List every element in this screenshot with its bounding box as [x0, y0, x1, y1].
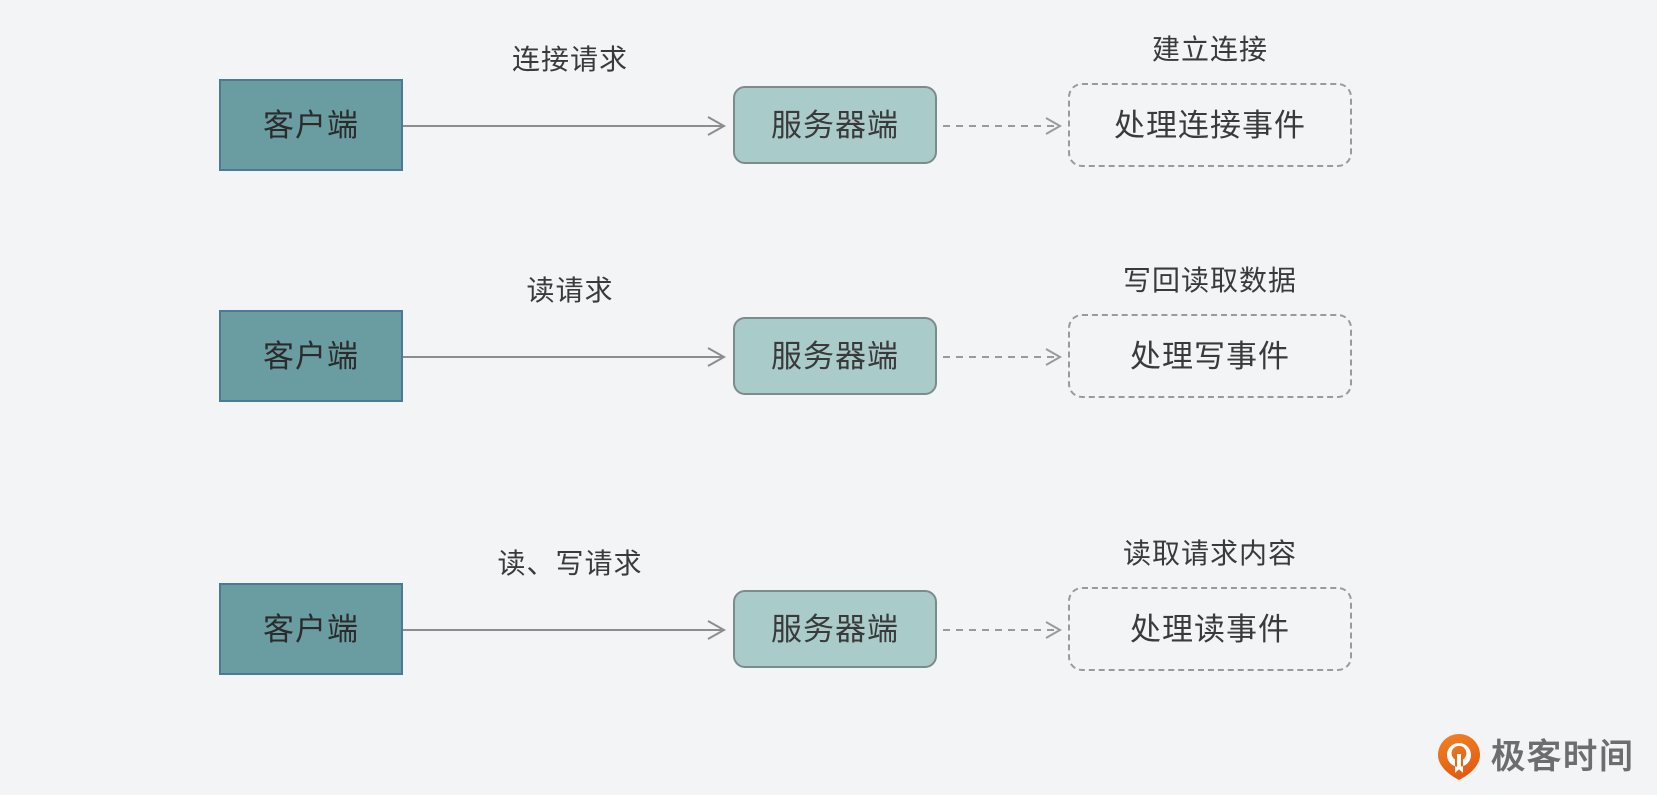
event-node-label: 处理读事件 [1130, 611, 1290, 647]
event-node[interactable]: 处理连接事件 [1068, 83, 1352, 167]
server-node[interactable]: 服务器端 [733, 590, 937, 668]
event-caption: 读取请求内容 [1122, 538, 1297, 569]
flow-row: 连接请求 客户端 服务器端 建立连接 处理连接事件 [0, 20, 1657, 230]
server-node-label: 服务器端 [771, 611, 899, 647]
event-node-label: 处理连接事件 [1114, 107, 1306, 143]
geektime-pin-logo-icon [1438, 734, 1480, 780]
client-node-label: 客户端 [263, 338, 359, 374]
event-node[interactable]: 处理读事件 [1068, 587, 1352, 671]
event-node[interactable]: 处理写事件 [1068, 314, 1352, 398]
client-node[interactable]: 客户端 [219, 79, 403, 171]
request-label: 读、写请求 [497, 548, 643, 579]
server-node-label: 服务器端 [771, 338, 899, 374]
client-node[interactable]: 客户端 [219, 310, 403, 402]
watermark-text: 极客时间 [1491, 738, 1635, 776]
event-node-label: 处理写事件 [1130, 338, 1290, 374]
flow-row: 读请求 客户端 服务器端 写回读取数据 处理写事件 [0, 251, 1657, 461]
client-node-label: 客户端 [263, 611, 359, 647]
server-node[interactable]: 服务器端 [733, 317, 937, 395]
client-node-label: 客户端 [263, 107, 359, 143]
flow-row: 读、写请求 客户端 服务器端 读取请求内容 处理读事件 [0, 524, 1657, 734]
server-node[interactable]: 服务器端 [733, 86, 937, 164]
watermark: 极客时间 [1437, 733, 1635, 781]
event-caption: 建立连接 [1151, 34, 1268, 65]
client-node[interactable]: 客户端 [219, 583, 403, 675]
event-caption: 写回读取数据 [1122, 265, 1297, 296]
request-label: 读请求 [526, 275, 614, 306]
server-node-label: 服务器端 [771, 107, 899, 143]
request-label: 连接请求 [511, 44, 628, 75]
